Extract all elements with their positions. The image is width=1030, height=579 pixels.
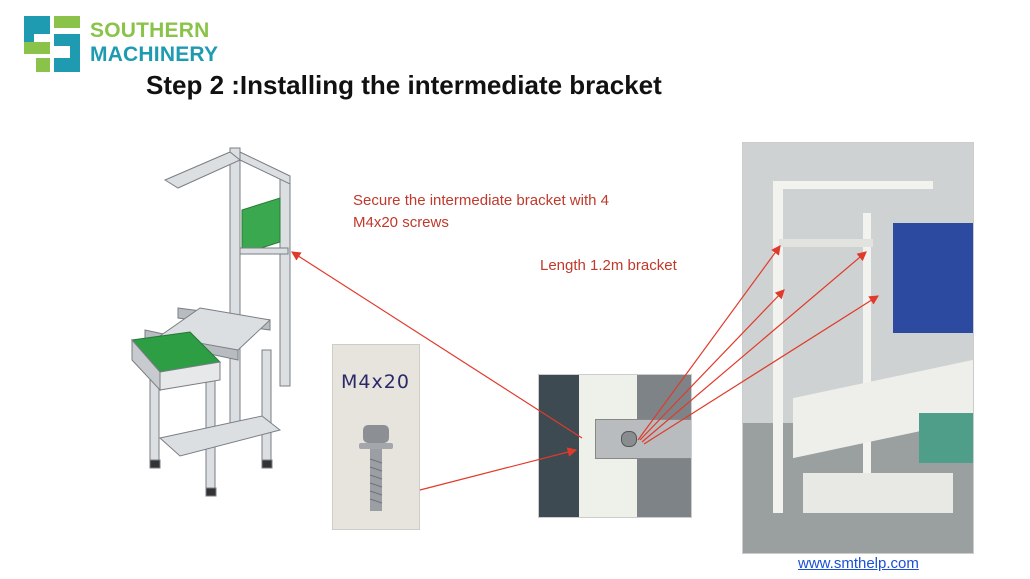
arrow-icon [641, 251, 867, 443]
logo: SOUTHERN MACHINERY [22, 12, 222, 76]
screw-icon [359, 425, 393, 511]
screw-photo: M4x20 [332, 344, 420, 530]
bracket-closeup-photo [538, 374, 692, 518]
logo-icon [24, 16, 80, 72]
screw-label: M4x20 [341, 371, 410, 393]
slide-title: Step 2 :Installing the intermediate brac… [146, 70, 662, 100]
arrow-icon [643, 295, 880, 445]
arrow-icon [290, 251, 583, 439]
cad-workstation-drawing [131, 147, 291, 497]
brand-name-line2: MACHINERY [90, 43, 219, 66]
arrow-icon [637, 245, 781, 441]
website-link[interactable]: www.smthelp.com [798, 555, 919, 572]
arrow-icon [639, 289, 785, 441]
note-secure-line2: M4x20 screws [353, 214, 449, 231]
factory-workstation-photo [742, 142, 974, 554]
arrow-icon [419, 447, 578, 491]
note-length: Length 1.2m bracket [540, 257, 677, 274]
brand-name-line1: SOUTHERN [90, 19, 210, 42]
note-secure-line1: Secure the intermediate bracket with 4 [353, 192, 609, 209]
